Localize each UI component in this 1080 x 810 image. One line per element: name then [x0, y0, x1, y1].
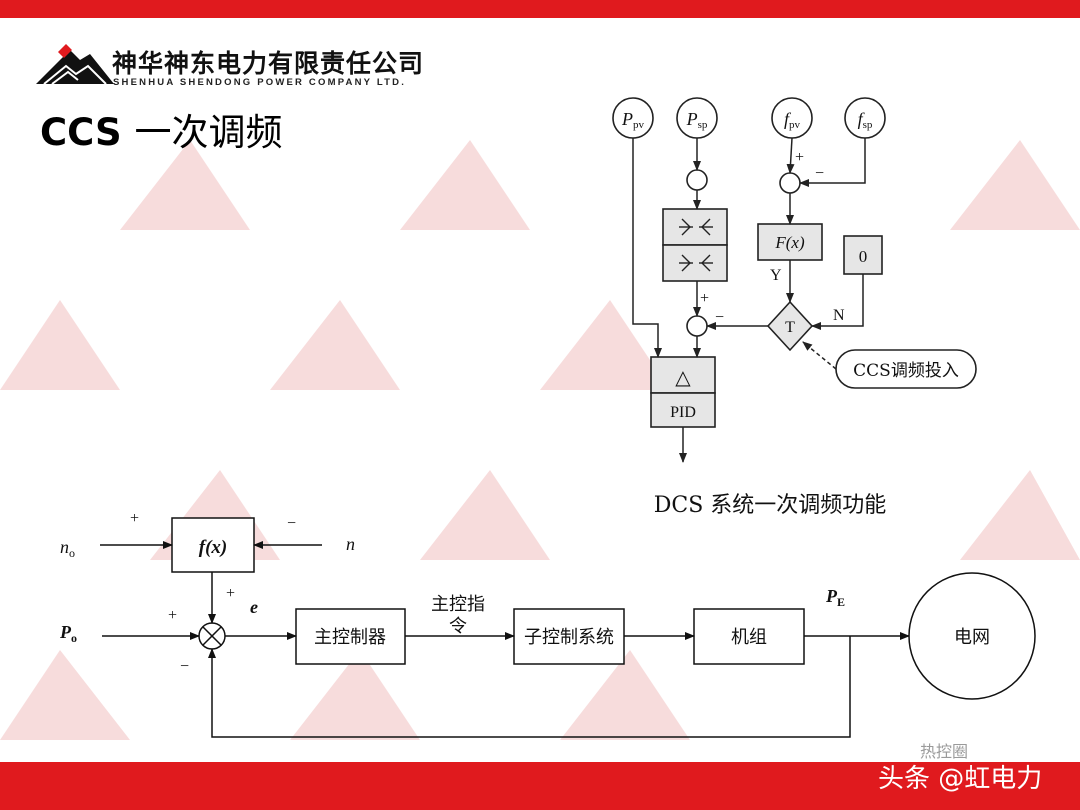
- input-fpv-label: fpv: [784, 109, 801, 131]
- pid-box: [650, 392, 716, 428]
- main-controller-label: 主控制器: [314, 627, 386, 648]
- page-title: CCS 一次调频: [40, 102, 283, 156]
- switch-t-label: T: [785, 319, 795, 336]
- fx-label: F(x): [774, 233, 805, 252]
- dcs-caption: DCS 系统一次调频功能: [654, 493, 887, 518]
- freq-minus-sign: −: [815, 165, 824, 182]
- n0-label: no: [60, 537, 75, 560]
- rate-limit-box-2: [662, 244, 728, 282]
- yes-label: Y: [770, 267, 782, 284]
- zero-box: [843, 235, 883, 275]
- delta-label: △: [675, 367, 691, 389]
- footer-faint-watermark: 热控圈: [920, 742, 969, 761]
- pe-label: PE: [825, 586, 845, 609]
- footer-brand: 头条 @虹电力: [878, 764, 1043, 794]
- company-logo-icon: [36, 44, 114, 85]
- fx-function-label: f(x): [199, 537, 227, 558]
- company-name-en: SHENHUA SHENDONG POWER COMPANY LTD.: [113, 77, 407, 88]
- company-name-cn: 神华神东电力有限责任公司: [112, 49, 425, 78]
- no-label: N: [833, 307, 845, 324]
- pid-label: PID: [670, 404, 696, 421]
- n0-plus-sign: +: [130, 510, 139, 527]
- input-psp-label: Psp: [686, 109, 708, 131]
- fx-box: [757, 223, 823, 261]
- freq-plus-sign: +: [795, 149, 804, 166]
- error-e-label: e: [250, 597, 258, 617]
- fx-function-box: [171, 517, 255, 573]
- sub-control-box: [513, 608, 625, 665]
- power-minus-sign: −: [715, 309, 724, 326]
- zero-label: 0: [859, 247, 868, 266]
- main-command-label-line1: 主控指: [431, 594, 485, 615]
- switch-t-diamond: [766, 300, 814, 352]
- main-command-label-line2: 令: [449, 616, 467, 637]
- top-red-bar: [0, 0, 1080, 18]
- feedback-minus-sign: −: [180, 658, 189, 675]
- power-plus-sign: +: [700, 290, 709, 307]
- p0-plus-sign: +: [168, 607, 177, 624]
- page-title-prefix: CCS: [40, 111, 122, 154]
- grid-label: 电网: [954, 627, 990, 648]
- delta-box: [650, 356, 716, 394]
- page-title-cn: 一次调频: [134, 111, 283, 154]
- unit-label: 机组: [731, 627, 767, 648]
- n-label: n: [346, 534, 355, 554]
- input-fsp-label: fsp: [858, 109, 873, 131]
- n-minus-sign: −: [287, 515, 296, 532]
- fx-plus-sign: +: [226, 585, 235, 602]
- bottom-red-bar: [0, 762, 1080, 810]
- input-ppv-label: Ppv: [621, 109, 645, 131]
- p0-label: Po: [59, 622, 77, 645]
- ccs-enable-label: CCS调频投入: [853, 361, 959, 381]
- sub-control-label: 子控制系统: [524, 627, 614, 648]
